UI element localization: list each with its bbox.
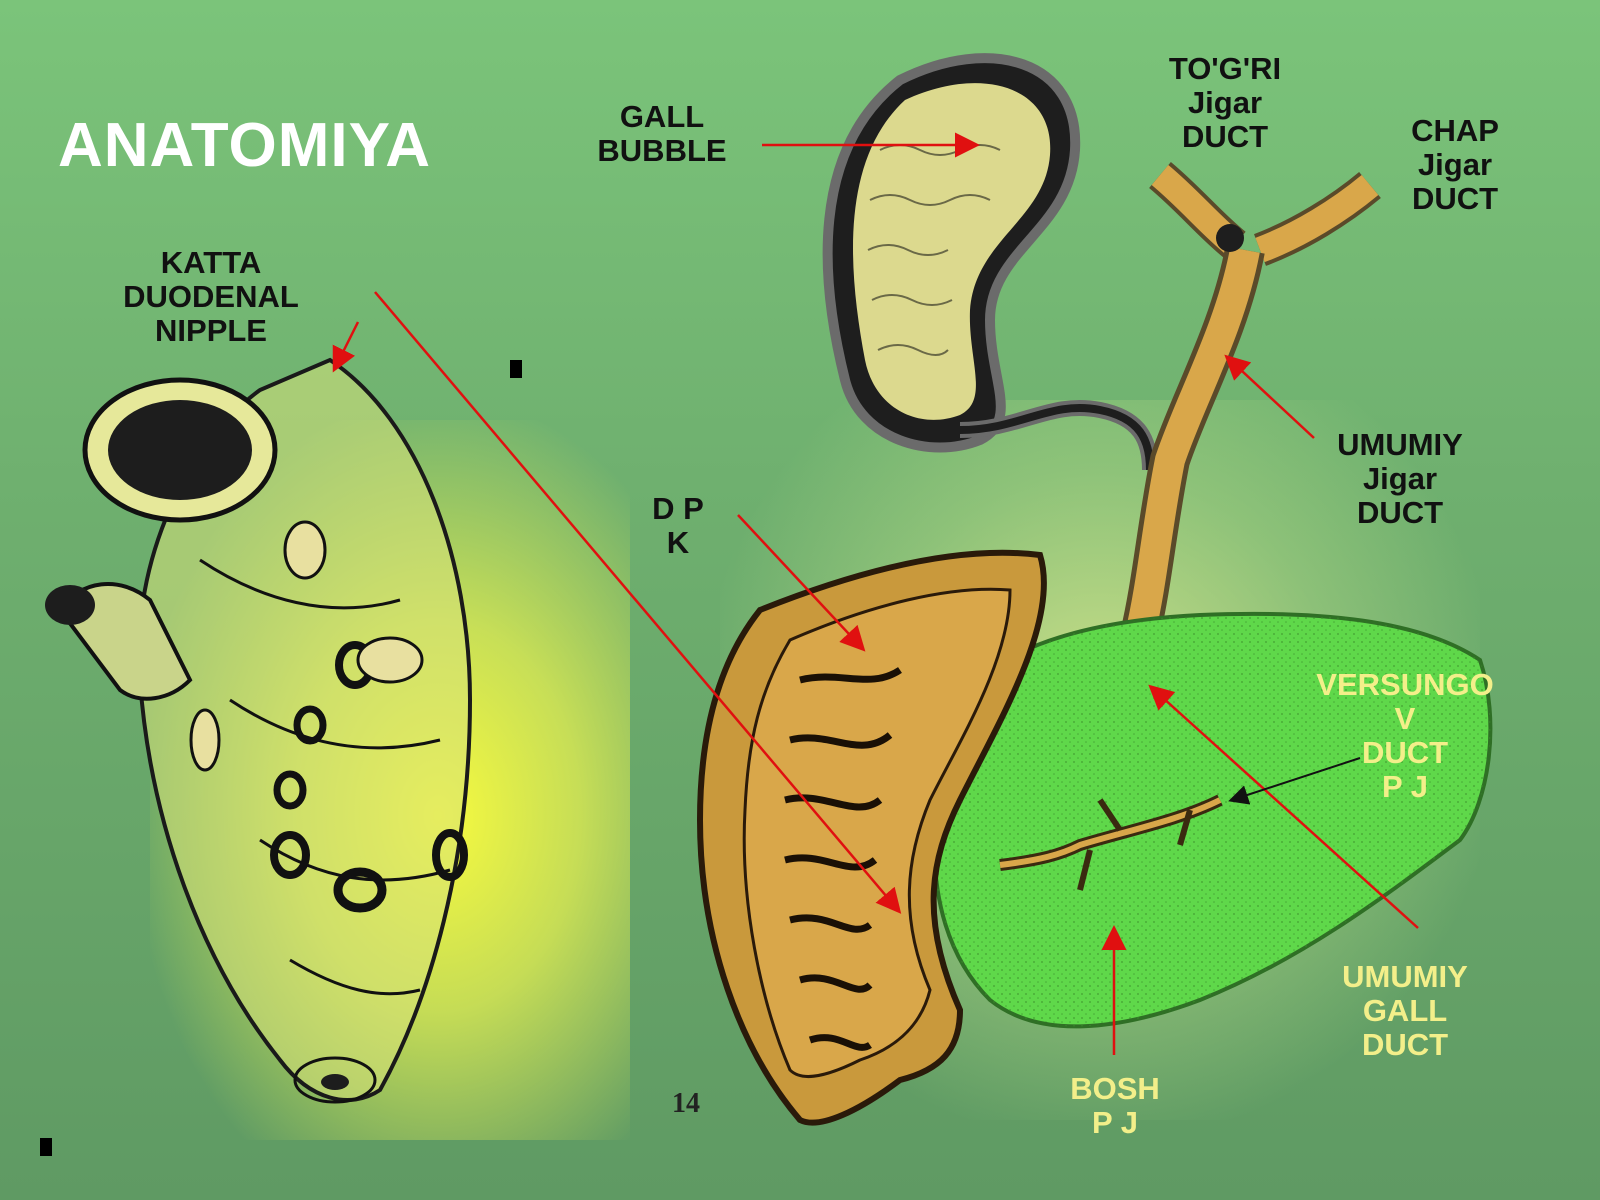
label-umumiy-gall-duct: UMUMIY GALL DUCT bbox=[1342, 959, 1468, 1062]
label-bosh-pj: BOSH P J bbox=[1070, 1071, 1160, 1140]
label-dpk: D P K bbox=[652, 491, 704, 560]
duodenum-section-illustration bbox=[696, 549, 1047, 1126]
page-number: 14 bbox=[672, 1088, 700, 1119]
page-title: ANATOMIYA bbox=[58, 111, 432, 180]
pancreas-illustration bbox=[932, 611, 1493, 1029]
label-togri-jigar-duct: TO'G'RI Jigar DUCT bbox=[1168, 51, 1282, 154]
black-marker-top bbox=[510, 360, 522, 378]
arrow-duodenal-nipple-left bbox=[332, 321, 360, 373]
pointer-arrows bbox=[332, 132, 1419, 1055]
label-gall-bubble: GALL BUBBLE bbox=[597, 99, 727, 168]
arrow-duodenal-nipple-long bbox=[374, 291, 902, 914]
label-chap-jigar-duct: CHAP Jigar DUCT bbox=[1411, 113, 1499, 216]
black-marker-bottom bbox=[40, 1138, 52, 1156]
gallbladder-illustration bbox=[822, 53, 1158, 471]
label-umumiy-jigar-duct: UMUMIY Jigar DUCT bbox=[1337, 427, 1463, 530]
arrow-dpk bbox=[737, 514, 866, 652]
label-versungov-duct: VERSUNGO V DUCT P J bbox=[1316, 667, 1494, 804]
duodenum-illustration bbox=[45, 357, 473, 1104]
arrow-versungov-duct bbox=[1228, 757, 1361, 805]
arrow-umumiy-jigar-duct bbox=[1224, 354, 1315, 439]
arrow-umumiy-gall-duct bbox=[1148, 684, 1419, 929]
label-katta-duodenal-nipple: KATTA DUODENAL NIPPLE bbox=[123, 245, 299, 348]
